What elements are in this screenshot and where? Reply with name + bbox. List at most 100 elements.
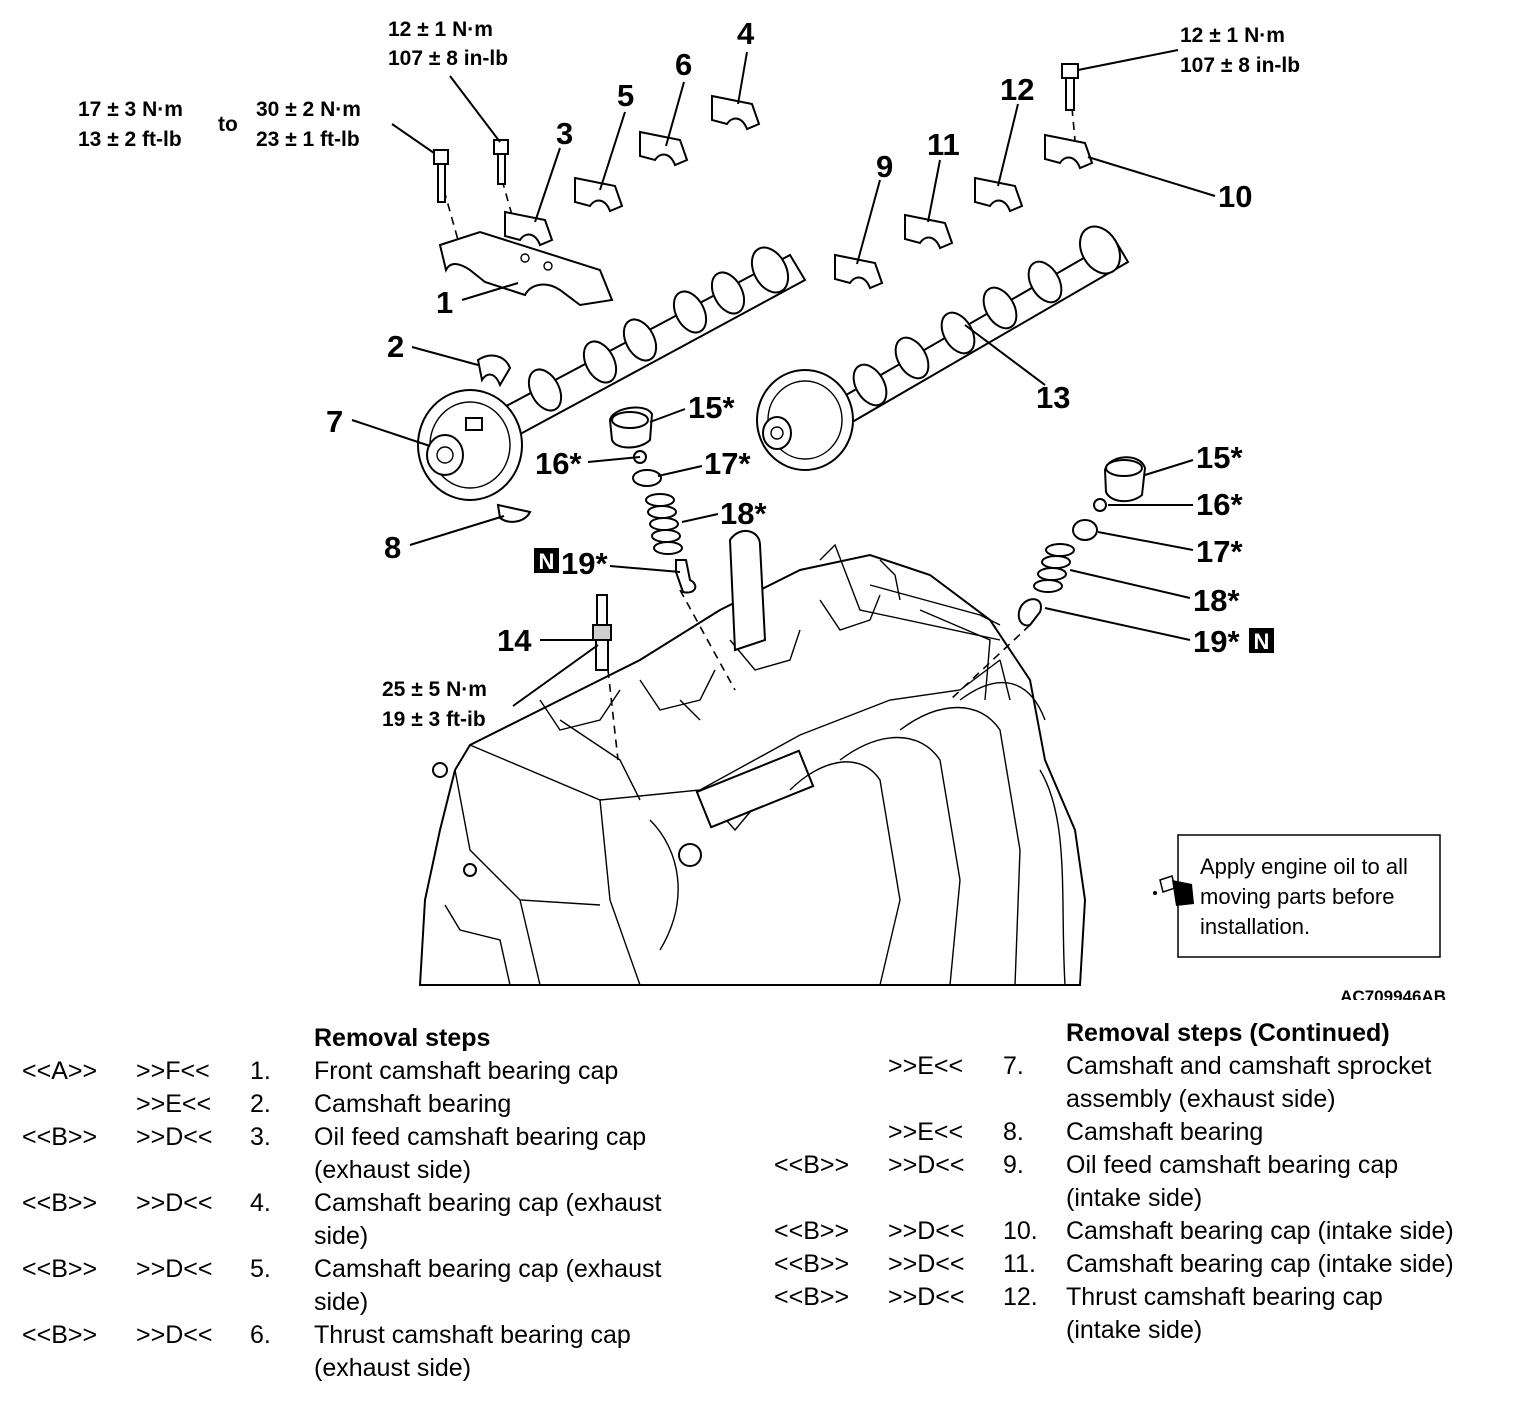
removal-step-row: <<B>> >>D<< 12. Thrust camshaft bearing … xyxy=(760,1281,1536,1347)
camshaft-bearing-upper-part xyxy=(476,354,512,388)
step-description: Camshaft bearing cap (intake side) xyxy=(1066,1250,1454,1278)
callout-4: 4 xyxy=(737,16,755,51)
oil-note-box: Apply engine oil to all moving parts bef… xyxy=(1153,834,1441,958)
install-note-code: >>D<< xyxy=(136,1255,213,1283)
removal-steps-continued-list: Removal steps (Continued) >>E<< 7. Camsh… xyxy=(760,1017,1536,1347)
callout-7: 7 xyxy=(326,404,343,439)
bolt-guide-line-1 xyxy=(443,189,459,241)
step-number: 5. xyxy=(250,1255,271,1283)
step-description: Camshaft and camshaft sprocket xyxy=(1066,1052,1432,1080)
removal-step-row: <<B>> >>D<< 9. Oil feed camshaft bearing… xyxy=(760,1149,1536,1215)
oil-can-icon xyxy=(1153,875,1194,906)
removal-steps-list: Removal steps <<A>> >>F<< 1. Front camsh… xyxy=(0,1022,720,1385)
step-description: Oil feed camshaft bearing cap xyxy=(1066,1151,1399,1179)
torque-spec-bolt-left-to-ftlb: 23 ± 1 ft-lb xyxy=(256,128,360,151)
valve-train-exhaust-part xyxy=(608,406,697,594)
camshaft-bearing-lower-part xyxy=(496,503,532,523)
callout-18-exhaust: 18* xyxy=(720,496,767,531)
removal-note-code: <<B>> xyxy=(774,1151,850,1179)
callout-11: 11 xyxy=(927,127,960,162)
bolt-guide-line-3 xyxy=(1071,107,1076,141)
callout-3: 3 xyxy=(556,116,573,151)
step-number: 11. xyxy=(1003,1250,1036,1278)
callout-15-exhaust: 15* xyxy=(688,390,735,425)
step-description: Camshaft bearing cap (exhaust xyxy=(314,1189,662,1217)
install-note-code: >>D<< xyxy=(888,1250,965,1278)
removal-step-row: <<B>> >>D<< 10. Camshaft bearing cap (in… xyxy=(760,1215,1536,1248)
removal-step-row: <<A>> >>F<< 1. Front camshaft bearing ca… xyxy=(0,1055,720,1088)
step-description-cont: side) xyxy=(314,1222,369,1250)
install-note-code: >>E<< xyxy=(136,1090,212,1118)
torque-spec-spark-plug-nm: 25 ± 5 N·m xyxy=(382,678,487,701)
intake-camshaft-part xyxy=(756,225,1130,471)
callout-17-intake: 17* xyxy=(1196,534,1243,569)
step-description: Thrust camshaft bearing cap xyxy=(1066,1283,1383,1311)
camshaft-exploded-diagram: 1 2 3 4 5 6 7 8 9 10 11 12 13 14 15* 16*… xyxy=(78,16,1446,1000)
bolt-parts xyxy=(433,63,1079,203)
install-note-code: >>D<< xyxy=(888,1217,965,1245)
removal-note-code: <<B>> xyxy=(774,1250,850,1278)
torque-spec-bolt-left-from-nm: 17 ± 3 N·m xyxy=(78,98,183,121)
oil-note-line-3: installation. xyxy=(1200,914,1310,939)
step-description-cont: (exhaust side) xyxy=(314,1354,472,1382)
step-number: 8. xyxy=(1003,1118,1024,1146)
step-description-cont: assembly (exhaust side) xyxy=(1066,1085,1336,1113)
callout-19-intake: 19* xyxy=(1193,624,1240,659)
removal-steps-heading: Removal steps xyxy=(314,1024,491,1052)
new-part-mark-intake-letter: N xyxy=(1254,629,1270,654)
torque-spec-bolt-center-nm: 12 ± 1 N·m xyxy=(388,18,493,41)
callout-15-intake: 15* xyxy=(1196,440,1243,475)
valve-train-intake-part xyxy=(1017,456,1147,627)
removal-step-row: >>E<< 7. Camshaft and camshaft sprocket … xyxy=(760,1050,1536,1116)
install-note-code: >>F<< xyxy=(136,1057,210,1085)
leader-lines xyxy=(351,49,1216,707)
oil-note-line-1: Apply engine oil to all xyxy=(1200,854,1408,879)
removal-step-row: <<B>> >>D<< 3. Oil feed camshaft bearing… xyxy=(0,1121,720,1187)
install-note-code: >>D<< xyxy=(888,1151,965,1179)
bearing-cap-parts xyxy=(504,94,1094,290)
removal-note-code: <<B>> xyxy=(774,1283,850,1311)
step-description: Camshaft bearing xyxy=(1066,1118,1264,1146)
removal-step-row: >>E<< 8. Camshaft bearing xyxy=(760,1116,1536,1149)
torque-spec-to-word: to xyxy=(218,113,238,136)
step-description-cont: (exhaust side) xyxy=(314,1156,472,1184)
install-note-code: >>E<< xyxy=(888,1118,964,1146)
cylinder-head-drawing xyxy=(418,530,1087,986)
removal-note-code: <<B>> xyxy=(22,1189,98,1217)
callout-17-exhaust: 17* xyxy=(704,446,751,481)
callout-18-intake: 18* xyxy=(1193,583,1240,618)
removal-note-code: <<B>> xyxy=(22,1321,98,1349)
step-number: 4. xyxy=(250,1189,271,1217)
callout-6: 6 xyxy=(675,47,692,82)
removal-note-code: <<B>> xyxy=(774,1217,850,1245)
removal-note-code: <<B>> xyxy=(22,1255,98,1283)
step-number: 12. xyxy=(1003,1283,1038,1311)
new-part-mark-intake xyxy=(1249,628,1274,653)
torque-spec-bolt-center-inlb: 107 ± 8 in-lb xyxy=(388,47,508,70)
removal-step-row: <<B>> >>D<< 6. Thrust camshaft bearing c… xyxy=(0,1319,720,1385)
step-number: 7. xyxy=(1003,1052,1024,1080)
removal-step-row: <<B>> >>D<< 5. Camshaft bearing cap (exh… xyxy=(0,1253,720,1319)
step-number: 6. xyxy=(250,1321,271,1349)
removal-note-code: <<A>> xyxy=(22,1057,98,1085)
step-description: Camshaft bearing cap (intake side) xyxy=(1066,1217,1454,1245)
step-number: 1. xyxy=(250,1057,271,1085)
spark-plug-part xyxy=(592,594,612,671)
callout-10: 10 xyxy=(1218,179,1252,214)
callout-12: 12 xyxy=(1000,72,1034,107)
torque-spec-spark-plug-ftib: 19 ± 3 ft-ib xyxy=(382,708,486,731)
install-note-code: >>D<< xyxy=(888,1283,965,1311)
step-number: 9. xyxy=(1003,1151,1024,1179)
new-part-mark-exhaust xyxy=(534,548,559,573)
step-number: 3. xyxy=(250,1123,271,1151)
install-note-code: >>D<< xyxy=(136,1123,213,1151)
install-note-code: >>E<< xyxy=(888,1052,964,1080)
removal-step-row: <<B>> >>D<< 11. Camshaft bearing cap (in… xyxy=(760,1248,1536,1281)
step-description: Oil feed camshaft bearing cap xyxy=(314,1123,647,1151)
step-description: Camshaft bearing xyxy=(314,1090,512,1118)
callout-9: 9 xyxy=(876,149,893,184)
torque-spec-bolt-left-to-nm: 30 ± 2 N·m xyxy=(256,98,361,121)
bolt-guide-line-2 xyxy=(501,179,513,216)
valve-guide-line-intake xyxy=(949,624,1031,701)
install-note-code: >>D<< xyxy=(136,1189,213,1217)
